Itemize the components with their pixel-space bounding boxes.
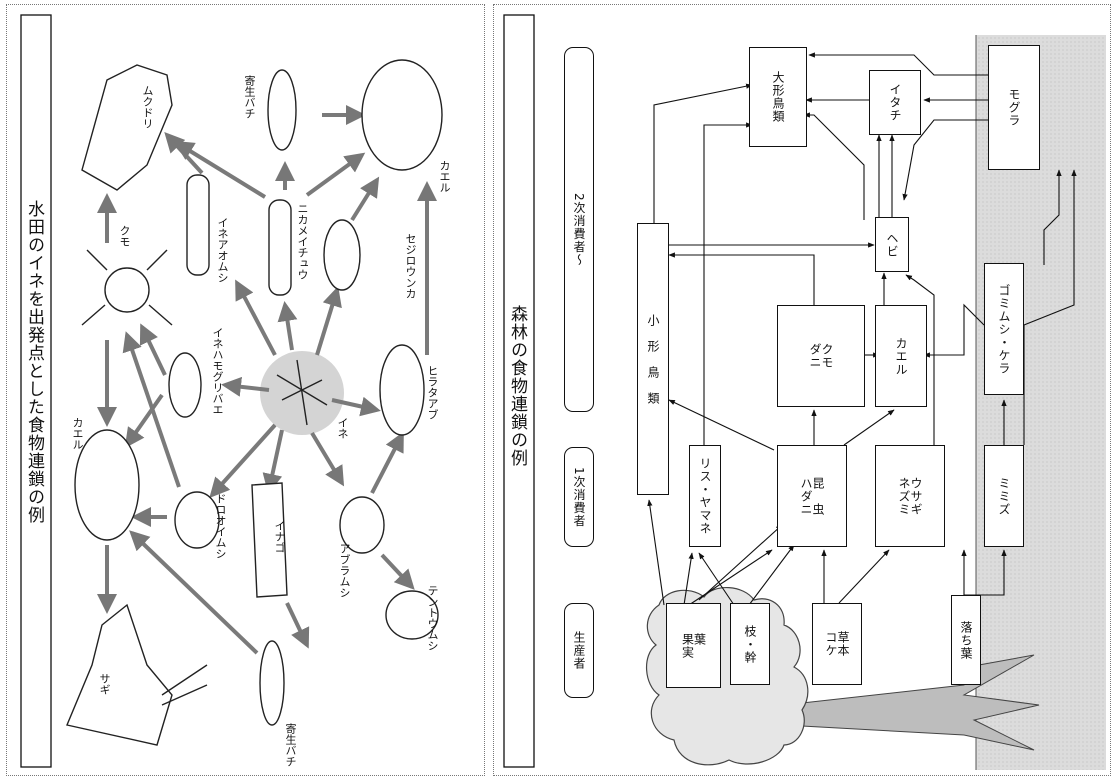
node-beetle-ground: ゴミムシ・ケラ <box>984 263 1024 395</box>
arrow-sejirounka-to-kaeru <box>352 180 377 220</box>
node-spider-mite: クモ ダニ <box>777 305 865 407</box>
edge-small-birds-to-large-birds <box>654 85 752 225</box>
arrow-rice-to-aburamushi <box>312 433 342 483</box>
label-aburamushi: アブラムシ <box>339 543 350 598</box>
rice-paddy-diagram-graphics <box>7 5 484 775</box>
label-sagi: サギ <box>99 673 110 695</box>
ine-aomushi-illustration <box>187 175 209 275</box>
level-producer: 生産者 <box>564 603 594 698</box>
label-tentoumushi: テントウムシ <box>427 585 438 651</box>
ine-hamoguri-illustration <box>169 353 201 417</box>
label-inago: イナゴ <box>274 520 285 553</box>
edge-insects-to-frog <box>844 410 894 445</box>
node-large-birds: 大形鳥類 <box>749 47 807 147</box>
kisei-bachi-right-illustration <box>268 70 296 150</box>
right-panel-title: 森林の食物連鎖の例 <box>508 305 525 467</box>
label-kaeru-left: カエル <box>72 417 83 450</box>
sejirounka-illustration <box>324 220 360 290</box>
kisei-bachi-left-illustration <box>260 641 284 725</box>
mukudori-illustration <box>82 65 172 190</box>
doroimushi-illustration <box>175 492 219 548</box>
label-kaeru-right: カエル <box>439 160 450 193</box>
arrow-aburamushi-to-hiratayabu <box>372 435 402 493</box>
node-rabbit-mouse: ウサギ ネズミ <box>875 445 945 547</box>
arrow-inago-to-kisei-bachi <box>287 603 307 645</box>
level-primary-consumer: 1次消費者 <box>564 447 594 547</box>
node-grass-moss: 草本 コケ <box>812 603 862 685</box>
arrow-kisei-bachi-to-kaeru <box>132 533 257 653</box>
forest-food-chain-panel: 森林の食物連鎖の例 生産者 1次消費者 2次消費者〜 葉 果実 枝・幹 草本 コ… <box>493 4 1111 776</box>
node-insects-mites: 昆 虫 ハダニ <box>777 445 847 547</box>
label-ine: イネ <box>337 417 348 439</box>
edge-squirrel-to-large-birds <box>704 125 752 445</box>
node-mole: モグラ <box>988 45 1040 170</box>
label-nikameichu: ニカメイチュウ <box>297 203 308 280</box>
node-frog: カエル <box>875 305 927 407</box>
label-kisei-bachi-right: 寄生バチ <box>244 75 255 119</box>
edge-leaves-to-small-birds <box>649 500 664 605</box>
arrow-rice-to-nikameichu <box>285 305 292 350</box>
arrow-rice-to-ine-aomushi <box>237 283 275 355</box>
kaeru-left-illustration <box>75 430 139 540</box>
edge-spider-to-small-birds <box>669 255 814 305</box>
arrow-rice-to-sejirounka <box>317 290 337 355</box>
edge-grass-to-rabbit <box>839 550 889 603</box>
node-snake: ヘビ <box>875 217 909 272</box>
node-leaves-fruit: 葉 果実 <box>666 603 721 688</box>
edge-beetle-to-frog <box>924 305 984 355</box>
edge-branch-to-insects <box>749 545 794 605</box>
sagi-illustration <box>67 605 172 745</box>
label-kisei-bachi-left: 寄生バチ <box>285 723 296 767</box>
arrow-ine-hamoguri-to-kumo <box>142 327 165 375</box>
arrow-rice-to-inago <box>269 430 282 490</box>
edge-snake-to-large-birds <box>804 115 864 220</box>
node-earthworm: ミミズ <box>984 445 1024 547</box>
edge-insects-to-small-birds <box>669 400 774 450</box>
label-ine-aomushi: イネアオムシ <box>217 217 228 283</box>
rice-paddy-food-chain-panel: 水田のイネを出発点とした食物連鎖の例 サギ カエル ドロオイムシ イナゴ 寄生バ… <box>6 4 485 776</box>
kaeru-right-illustration <box>362 60 442 170</box>
node-squirrel-dormouse: リス・ヤマネ <box>689 445 721 547</box>
left-panel-title: 水田のイネを出発点とした食物連鎖の例 <box>25 200 42 524</box>
arrow-aburamushi-to-tentoumushi <box>382 555 412 587</box>
arrow-nikameichu-to-kaeru <box>307 155 362 195</box>
hiratayabu-illustration <box>380 345 424 435</box>
node-branch-trunk: 枝・幹 <box>730 603 770 685</box>
level-secondary-consumer: 2次消費者〜 <box>564 47 594 412</box>
node-weasel: イタチ <box>869 70 921 135</box>
node-fallen-leaves: 落ち葉 <box>951 595 981 685</box>
label-sejirounka: セジロウンカ <box>405 233 416 299</box>
label-kumo: クモ <box>119 225 130 247</box>
label-hiratayabu: ヒラタアブ <box>427 365 438 420</box>
label-doroimushi: ドロオイムシ <box>215 493 226 559</box>
node-small-birds: 小 形 鳥 類 <box>637 223 669 495</box>
kumo-illustration <box>105 268 149 312</box>
label-ine-hamoguri: イネハモグリバエ <box>212 327 223 415</box>
label-mukudori: ムクドリ <box>142 85 153 129</box>
nikameichu-illustration <box>269 200 291 295</box>
